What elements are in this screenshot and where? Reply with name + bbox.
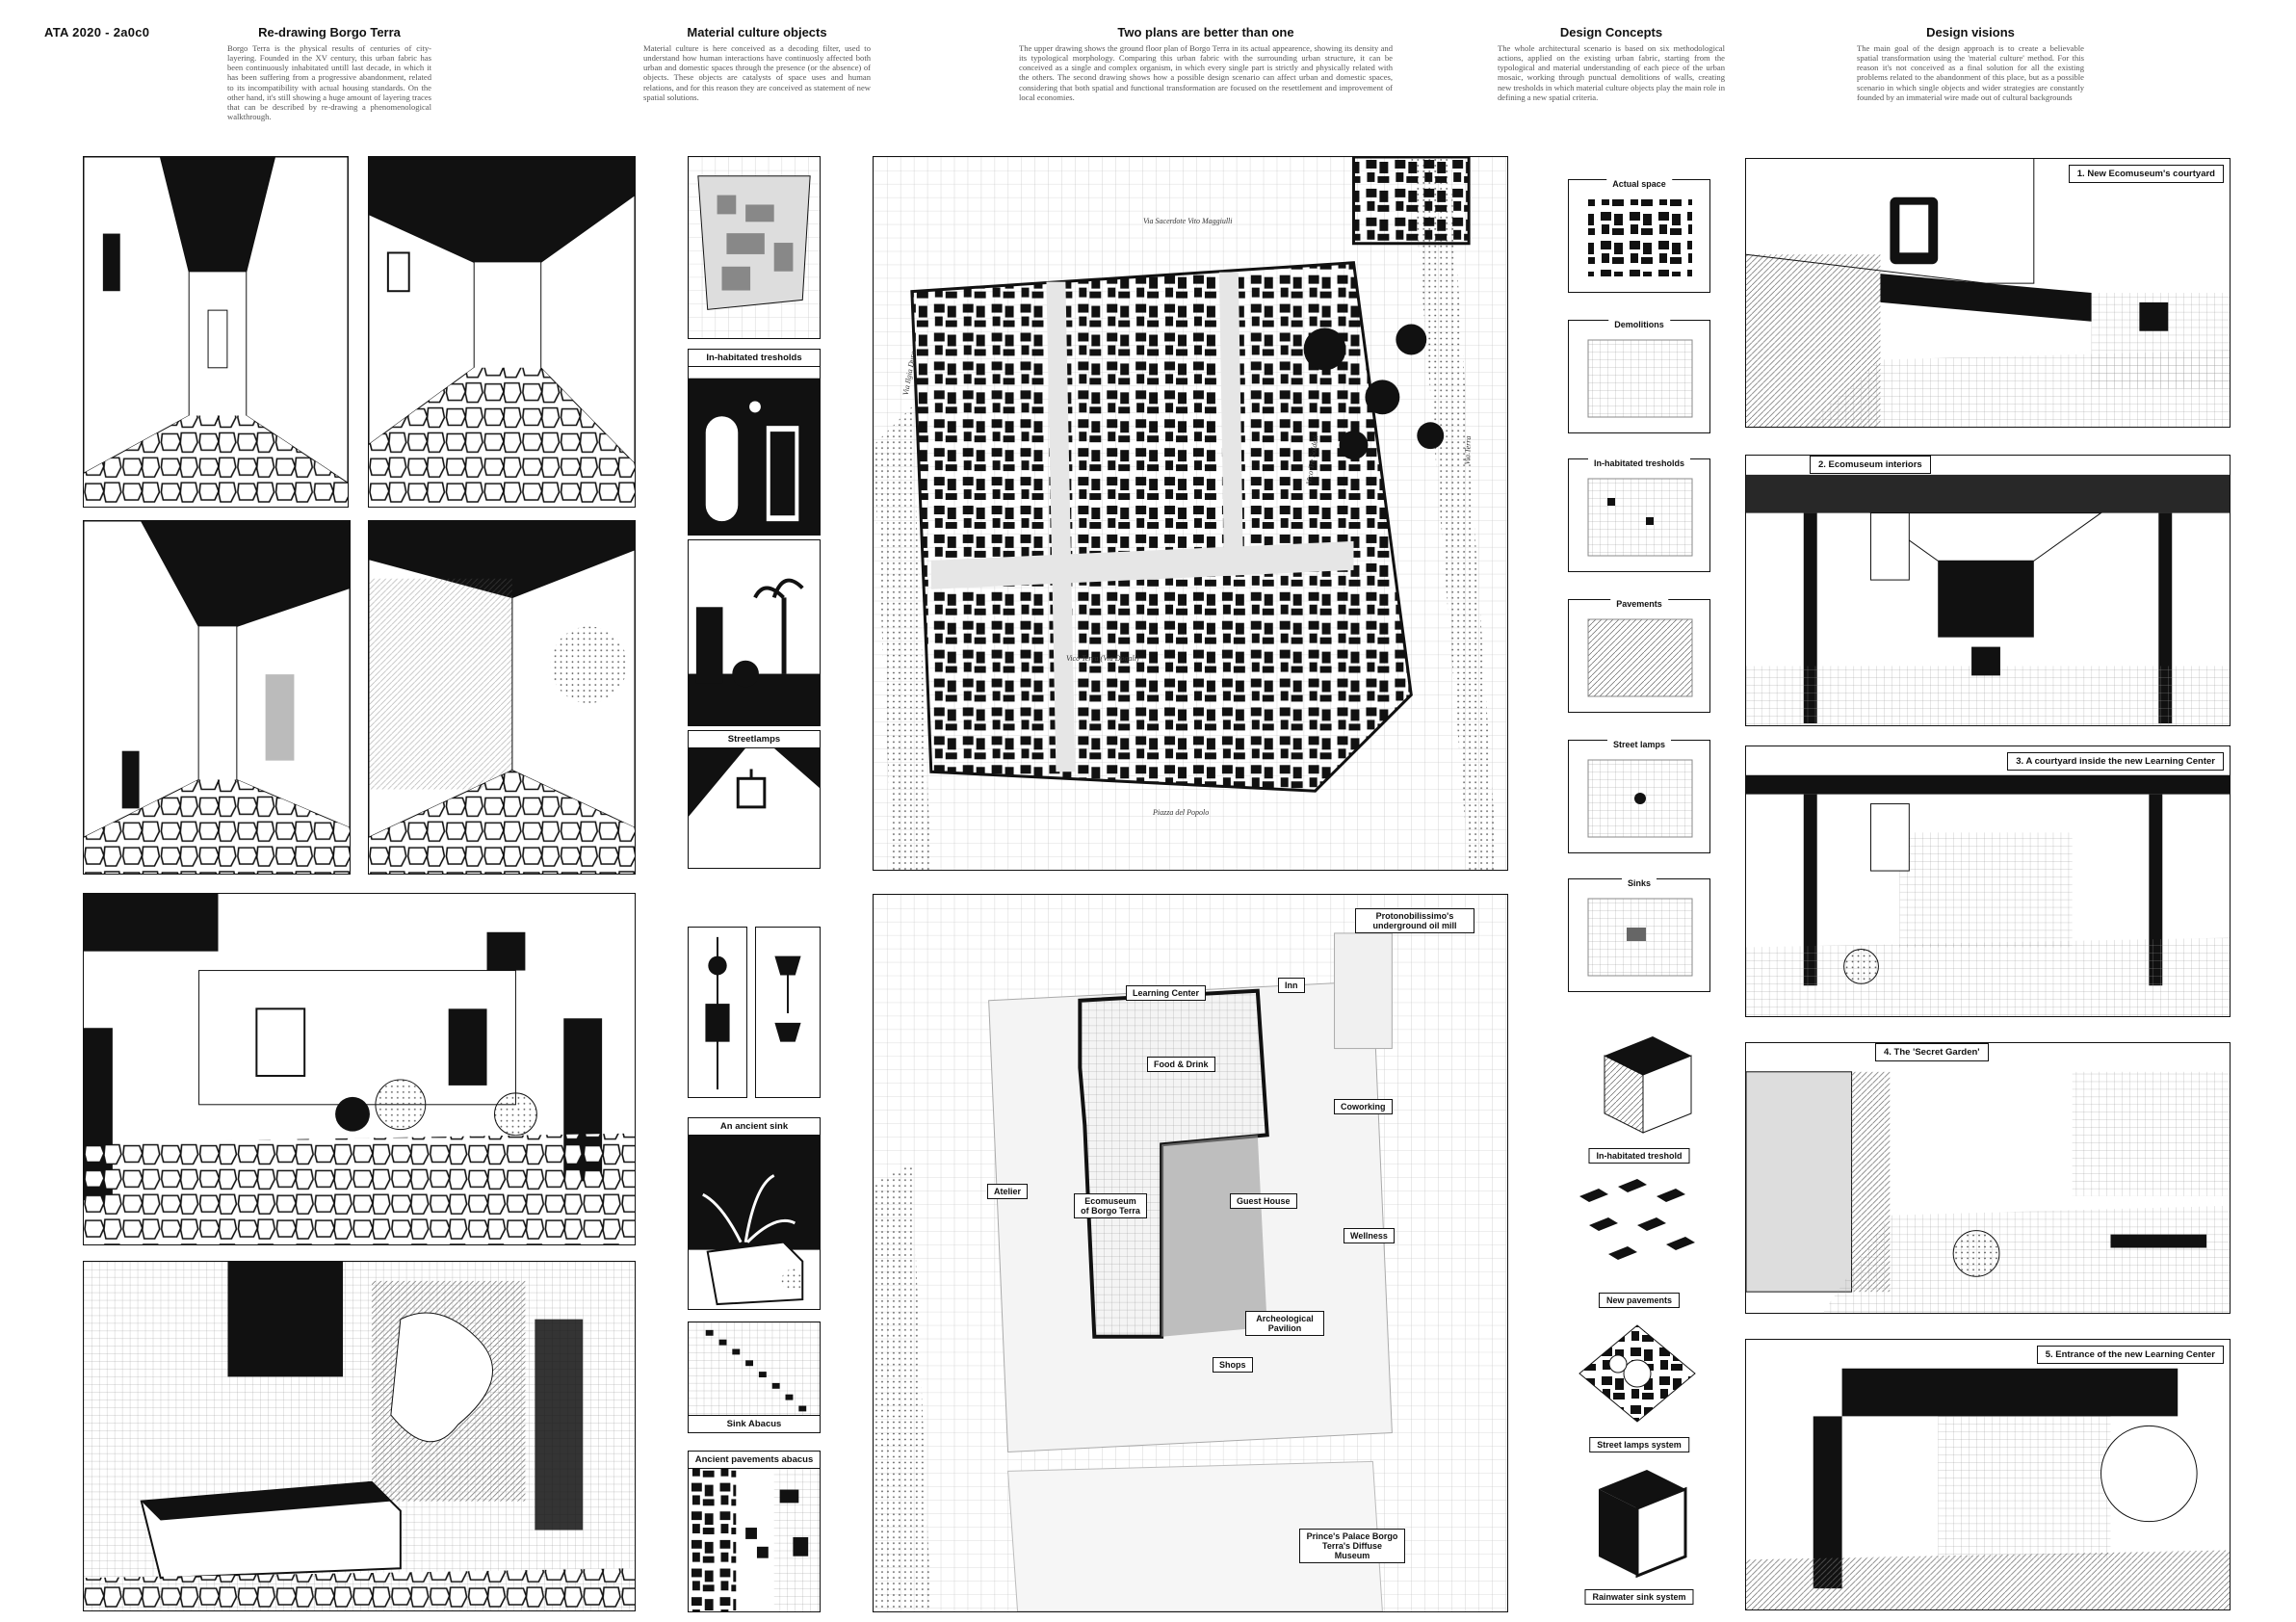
concept-demolitions: Demolitions <box>1568 320 1710 433</box>
object-streetlamps-label: Streetlamps <box>689 731 820 748</box>
vision-ecomuseum-interiors: 2. Ecomuseum interiors <box>1745 455 2231 726</box>
vision-learning-courtyard: 3. A courtyard inside the new Learning C… <box>1745 746 2231 1017</box>
header-redrawing-text: Borgo Terra is the physical results of c… <box>227 43 431 121</box>
vision-1-label: 1. New Ecomuseum's courtyard <box>2068 165 2224 183</box>
tag-princes-palace: Prince's Palace Borgo Terra's Diffuse Mu… <box>1299 1529 1405 1563</box>
tag-wellness: Wellness <box>1344 1228 1395 1243</box>
concept-street-lamps: Street lamps <box>1568 740 1710 853</box>
object-map <box>688 156 821 339</box>
object-streetlamps: Streetlamps <box>688 730 821 869</box>
object-lamp-detail-1 <box>688 927 747 1098</box>
iso-pavements-label: New pavements <box>1598 1293 1681 1308</box>
tag-inn: Inn <box>1278 978 1305 993</box>
concept-pavements-label: Pavements <box>1610 599 1668 609</box>
vision-3-label: 3. A courtyard inside the new Learning C… <box>2007 752 2224 771</box>
iso-threshold-drawing <box>1576 1027 1701 1142</box>
iso-lamps-label: Street lamps system <box>1589 1437 1689 1452</box>
upper-plan-actual: Via Sacerdote Vito Maggiulli Via Ilgia D… <box>873 156 1508 871</box>
iso-lamps-drawing <box>1570 1316 1705 1431</box>
object-thresholds: In-habitated tresholds <box>688 349 821 536</box>
vision-secret-garden: 4. The 'Secret Garden' <box>1745 1042 2231 1314</box>
object-lamp-scene <box>688 539 821 726</box>
tag-oil-mill: Protonobilissimo's underground oil mill <box>1355 908 1474 933</box>
object-thresholds-label: In-habitated tresholds <box>689 350 820 367</box>
header-material-text: Material culture is here conceived as a … <box>643 43 871 102</box>
header-plans-text: The upper drawing shows the ground floor… <box>1019 43 1393 102</box>
concept-actual-space-label: Actual space <box>1606 179 1672 189</box>
concept-thresholds: In-habitated tresholds <box>1568 458 1710 572</box>
sketch-alley-2 <box>368 156 636 508</box>
board-code: ATA 2020 - 2a0c0 <box>44 25 150 39</box>
object-sink-abacus: Sink Abacus <box>688 1321 821 1433</box>
header-redrawing: Re-drawing Borgo Terra Borgo Terra is th… <box>227 25 431 121</box>
sketch-alley-3 <box>83 520 351 875</box>
header-plans: Two plans are better than one The upper … <box>1019 25 1393 102</box>
iso-sink-drawing <box>1579 1460 1695 1585</box>
tag-guest-house: Guest House <box>1230 1193 1297 1209</box>
object-pavements-abacus-label: Ancient pavements abacus <box>689 1452 820 1469</box>
header-material-title: Material culture objects <box>687 25 827 39</box>
street-maggiulli: Via Sacerdote Vito Maggiulli <box>1143 217 1233 225</box>
sketch-alley-1 <box>83 156 349 508</box>
concept-pavements: Pavements <box>1568 599 1710 713</box>
sketch-ancient-sink <box>83 1261 636 1611</box>
concept-sinks-label: Sinks <box>1621 878 1657 888</box>
header-redrawing-title: Re-drawing Borgo Terra <box>258 25 401 39</box>
header-concepts-text: The whole architectural scenario is base… <box>1498 43 1725 102</box>
concept-actual-space: Actual space <box>1568 179 1710 293</box>
concept-sinks: Sinks <box>1568 878 1710 992</box>
iso-pavements-drawing <box>1570 1167 1705 1273</box>
iso-threshold-label: In-habitated treshold <box>1588 1148 1690 1164</box>
tag-food-drink: Food & Drink <box>1147 1057 1215 1072</box>
header-visions: Design visions The main goal of the desi… <box>1857 25 2084 102</box>
street-vico-terra: Vico Terra (Via Dogali) <box>1066 654 1139 663</box>
object-pavements-abacus: Ancient pavements abacus <box>688 1451 821 1612</box>
object-sink: An ancient sink <box>688 1117 821 1310</box>
street-via-terra: Via Terra <box>1462 435 1474 465</box>
tag-atelier: Atelier <box>987 1184 1029 1199</box>
concept-street-lamps-label: Street lamps <box>1606 740 1672 749</box>
concept-demolitions-label: Demolitions <box>1608 320 1670 329</box>
object-sink-label: An ancient sink <box>689 1118 820 1136</box>
header-visions-text: The main goal of the design approach is … <box>1857 43 2084 102</box>
lower-plan-project: Protonobilissimo's underground oil mill … <box>873 894 1508 1612</box>
concept-thresholds-label: In-habitated tresholds <box>1587 458 1691 468</box>
vision-2-label: 2. Ecomuseum interiors <box>1810 456 1931 474</box>
object-lamp-detail-2 <box>755 927 821 1098</box>
vision-5-label: 5. Entrance of the new Learning Center <box>2036 1346 2224 1364</box>
tag-archeological: Archeological Pavilion <box>1245 1311 1324 1336</box>
vision-ecomuseum-courtyard: 1. New Ecomuseum's courtyard <box>1745 158 2231 428</box>
tag-coworking: Coworking <box>1334 1099 1393 1114</box>
sketch-alley-4 <box>368 520 636 875</box>
header-material: Material culture objects Material cultur… <box>643 25 871 102</box>
sketch-courtyard <box>83 893 636 1245</box>
object-sink-abacus-label: Sink Abacus <box>689 1415 820 1432</box>
street-piazza: Piazza del Popolo <box>1153 808 1210 817</box>
vision-learning-entrance: 5. Entrance of the new Learning Center <box>1745 1339 2231 1610</box>
header-concepts-title: Design Concepts <box>1559 25 1663 39</box>
header-visions-title: Design visions <box>1926 25 2015 39</box>
tag-ecomuseum: Ecomuseum of Borgo Terra <box>1074 1193 1147 1218</box>
vision-4-label: 4. The 'Secret Garden' <box>1875 1043 1989 1061</box>
header-plans-title: Two plans are better than one <box>1117 25 1294 39</box>
tag-learning-center: Learning Center <box>1126 985 1207 1001</box>
iso-sink-label: Rainwater sink system <box>1584 1589 1694 1605</box>
tag-shops: Shops <box>1213 1357 1253 1373</box>
header-concepts: Design Concepts The whole architectural … <box>1498 25 1725 102</box>
